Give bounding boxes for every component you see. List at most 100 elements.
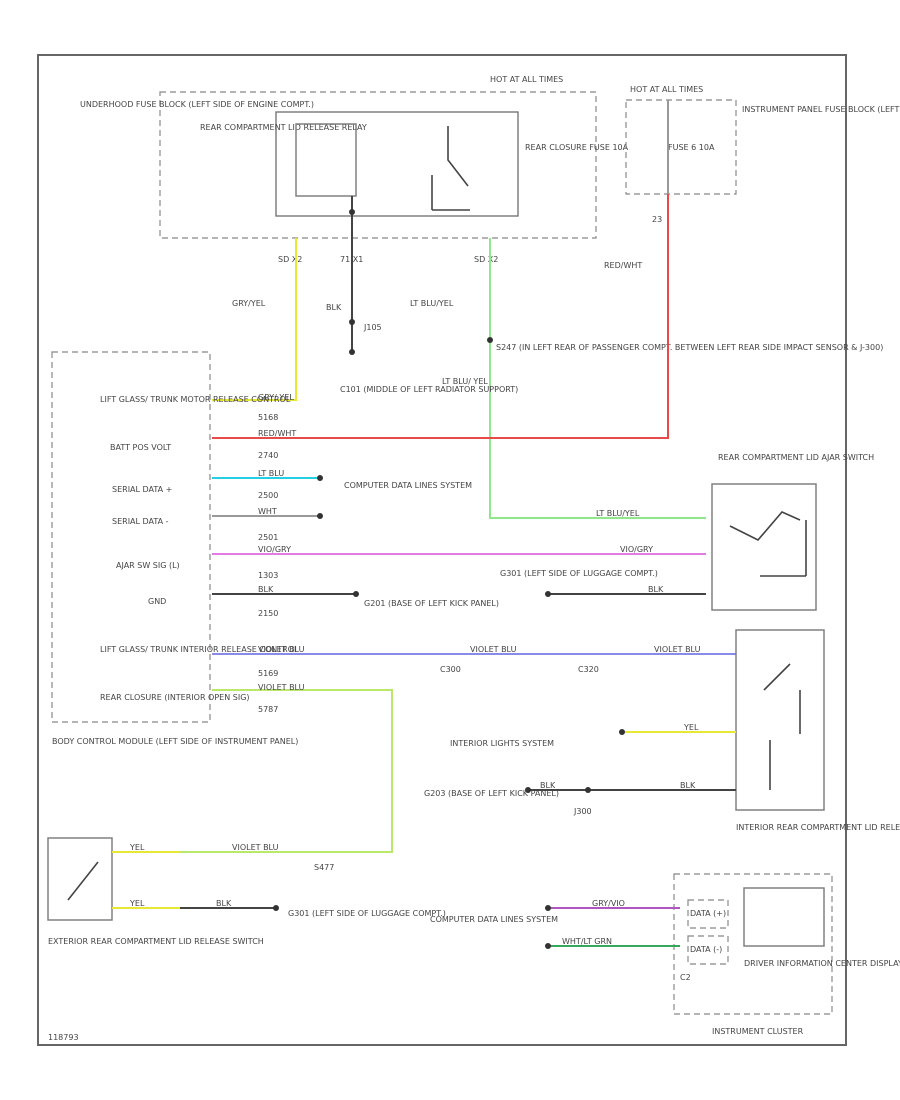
wire-label-violet-1: VIOLET BLU [470, 645, 517, 654]
bcm-pin-2-circ: 2500 [258, 491, 278, 500]
instrument-cluster-outline [673, 873, 833, 1015]
rear-wire-label-1: VIO/GRY [620, 545, 653, 554]
rear-wire-label-0: LT BLU/YEL [596, 509, 640, 518]
rear-ajar-switch-box [711, 483, 817, 611]
node-g301b [273, 905, 279, 911]
bcm-pin-2-label: SERIAL DATA + [112, 485, 172, 494]
bcm-pin-0-wire: GRY/ YEL [258, 393, 294, 402]
bcm-pin-6-wire: VIOLET BLU [258, 645, 305, 654]
node-ground [349, 349, 355, 355]
connector-g301: G301 (LEFT SIDE OF LUGGAGE COMPT.) [500, 569, 658, 578]
connector-g201: G201 (BASE OF LEFT KICK PANEL) [364, 599, 499, 608]
connector-g203: G203 (BASE OF LEFT KICK PANEL) [424, 789, 559, 798]
wire-label-violet-2: VIOLET BLU [654, 645, 701, 654]
dic-data-box-2 [687, 935, 729, 965]
wire-label-red-wht: RED/WHT [604, 261, 642, 270]
wire-label-gry-yel: GRY/YEL [232, 299, 266, 308]
bcm-name: BODY CONTROL MODULE (LEFT SIDE OF INSTRU… [52, 737, 298, 746]
relay-contact [447, 126, 469, 187]
interior-switch-label: INTERIOR REAR COMPARTMENT LID RELEASE SW… [736, 823, 900, 832]
ext-wire-yel-2: YEL [129, 899, 145, 908]
bcm-pin-4-circ: 1303 [258, 571, 278, 580]
bcm-pin-6-circ: 5169 [258, 669, 278, 678]
interior-wire-blk-1: BLK [540, 781, 556, 790]
relay-coil [295, 123, 357, 197]
connector-s247: S247 (IN LEFT REAR OF PASSENGER COMPT. B… [496, 343, 883, 352]
rear-ajar-switch-contact [729, 511, 801, 541]
bcm-pin-5-circ: 2150 [258, 609, 278, 618]
ext-wire-yel-1: YEL [129, 843, 145, 852]
node-dic-1 [545, 905, 551, 911]
node-s247 [487, 337, 493, 343]
instrument-cluster-label: INSTRUMENT CLUSTER [712, 1027, 804, 1036]
exterior-switch-box [47, 837, 113, 921]
computer-data-lines: COMPUTER DATA LINES SYSTEM [344, 481, 472, 490]
dic-pin-1: DATA (-) [690, 945, 722, 954]
wire-gry-yel [212, 238, 297, 401]
wire-lt-blu-yel [489, 238, 706, 519]
wire-label-lt-blu-yel-2: LT BLU/ YEL [442, 377, 488, 386]
bcm-pin-3-circ: 2501 [258, 533, 278, 542]
connector-c101: C101 (MIDDLE OF LEFT RADIATOR SUPPORT) [340, 385, 518, 394]
interior-lights-label: INTERIOR LIGHTS SYSTEM [450, 739, 554, 748]
interior-wire-blk-2: BLK [680, 781, 696, 790]
connector-j300: J300 [573, 807, 592, 816]
connector-ip: 23 [652, 215, 662, 224]
underhood-fuse-block-label: UNDERHOOD FUSE BLOCK (LEFT SIDE OF ENGIN… [80, 100, 314, 109]
diagram-frame [37, 54, 847, 1046]
wire-label-blk: BLK [326, 303, 342, 312]
connector-c3: SD X2 [474, 255, 498, 264]
wire-red-wht [212, 194, 669, 439]
hot-at-all-times-1: HOT AT ALL TIMES [490, 75, 563, 84]
bcm-pin-4-label: AJAR SW SIG (L) [116, 561, 180, 570]
relay-box [275, 111, 519, 217]
bcm-pin-3-wire: WHT [258, 507, 277, 516]
node-g301 [545, 591, 551, 597]
node-serial-minus [317, 513, 323, 519]
rear-wire-label-2: BLK [648, 585, 664, 594]
bcm-pin-1-circ: 2740 [258, 451, 278, 460]
underhood-fuse-block-outline [159, 91, 597, 239]
hot-at-all-times-2: HOT AT ALL TIMES [630, 85, 703, 94]
diagram-code: 118793 [48, 1033, 79, 1042]
dic-box [743, 887, 825, 947]
bcm-pin-5-label: GND [148, 597, 166, 606]
bcm-pin-0-label: LIFT GLASS/ TRUNK MOTOR RELEASE CONTROL [100, 395, 291, 404]
ip-fuse: FUSE 6 10A [668, 143, 715, 152]
node-interior-lights [619, 729, 625, 735]
dic-data-box-1 [687, 899, 729, 929]
wire-label-lt-blu-yel: LT BLU/YEL [410, 299, 454, 308]
node-g203 [525, 787, 531, 793]
interior-switch-box [735, 629, 825, 811]
exterior-switch-contact [67, 861, 99, 901]
rear-ajar-switch-label: REAR COMPARTMENT LID AJAR SWITCH [718, 453, 874, 462]
bcm-pin-2-wire: LT BLU [258, 469, 284, 478]
bcm-pin-1-label: BATT POS VOLT [110, 443, 171, 452]
ext-wire-blk: BLK [216, 899, 232, 908]
bcm-pin-1-wire: RED/WHT [258, 429, 296, 438]
interior-switch-contact [763, 663, 791, 691]
node-serial-plus [317, 475, 323, 481]
bcm-pin-6-label: LIFT GLASS/ TRUNK INTERIOR RELEASE CONTR… [100, 645, 299, 654]
dic-pin-0: DATA (+) [690, 909, 726, 918]
relay-label: REAR COMPARTMENT LID RELEASE RELAY [200, 123, 367, 132]
bcm-pin-7-label: REAR CLOSURE (INTERIOR OPEN SIG) [100, 693, 250, 702]
node-g201 [353, 591, 359, 597]
bcm-pin-3-label: SERIAL DATA - [112, 517, 169, 526]
ip-fuse-block-outline [625, 99, 737, 195]
connector-s477: S477 [314, 863, 334, 872]
connector-c1: SD X2 [278, 255, 302, 264]
bcm-outline [51, 351, 211, 723]
ip-fuse-block-label: INSTRUMENT PANEL FUSE BLOCK (LEFT SIDE O… [742, 105, 900, 114]
connector-j105: J105 [363, 323, 382, 332]
dic-wire-1: WHT/LT GRN [562, 937, 612, 946]
node-relay [349, 209, 355, 215]
dic-label: DRIVER INFORMATION CENTER DISPLAY [744, 959, 900, 968]
exterior-switch-label: EXTERIOR REAR COMPARTMENT LID RELEASE SW… [48, 937, 264, 946]
connector-c2-cluster: C2 [680, 973, 691, 982]
connector-c320: C320 [578, 665, 599, 674]
bcm-pin-4-wire: VIO/GRY [258, 545, 291, 554]
computer-data-lines-2: COMPUTER DATA LINES SYSTEM [430, 915, 558, 924]
bcm-pin-5-wire: BLK [258, 585, 274, 594]
